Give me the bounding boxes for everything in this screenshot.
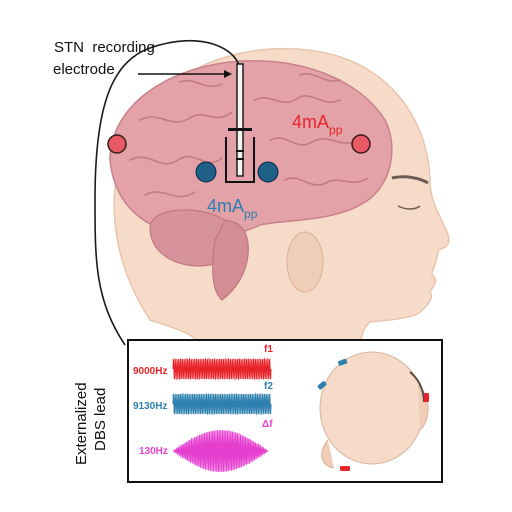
top-red-electrode-2 — [340, 466, 350, 471]
top-view-head-icon — [317, 351, 429, 471]
wave-f2 — [172, 392, 272, 416]
electrode-bracket — [225, 137, 255, 183]
svg-text:Externalized: Externalized — [73, 382, 90, 465]
freq3-label: 130Hz — [139, 446, 168, 457]
stn-electrode-shaft — [236, 63, 244, 177]
brainstem-icon — [212, 219, 249, 301]
freq2-label: 9130Hz — [133, 401, 167, 412]
stn-label-line2: electrode — [53, 61, 115, 78]
top-blue-electrode-1 — [337, 358, 348, 366]
pointer-arrowhead-icon — [224, 70, 232, 78]
df-label: Δf — [262, 419, 273, 430]
red-electrode-right — [351, 134, 371, 154]
f2-label: f2 — [264, 381, 273, 392]
eye-icon — [397, 205, 421, 210]
wave-f1 — [172, 357, 272, 381]
dbs-lead-cable — [94, 39, 241, 346]
f1-label: f1 — [264, 344, 273, 355]
brain-folds — [129, 73, 369, 198]
ear-icon — [286, 231, 324, 293]
current-blue-label: 4mApp — [207, 196, 258, 221]
electrode-contact-1 — [228, 128, 252, 131]
current-red-label: 4mApp — [292, 112, 343, 137]
electrode-contact-2 — [236, 150, 244, 152]
externalized-lead-label: Externalized DBS lead — [73, 382, 109, 465]
eyebrow-icon — [391, 175, 429, 185]
electrode-contact-3 — [236, 158, 244, 160]
top-red-electrode-1 — [424, 393, 429, 402]
blue-electrode-right — [257, 161, 279, 183]
stn-label-line1: STN recording — [54, 39, 155, 56]
blue-electrode-left — [195, 161, 217, 183]
svg-text:DBS lead: DBS lead — [92, 388, 109, 451]
red-electrode-left — [107, 134, 127, 154]
top-blue-electrode-2 — [317, 381, 327, 390]
freq1-label: 9000Hz — [133, 366, 167, 377]
wave-beat — [172, 429, 269, 473]
